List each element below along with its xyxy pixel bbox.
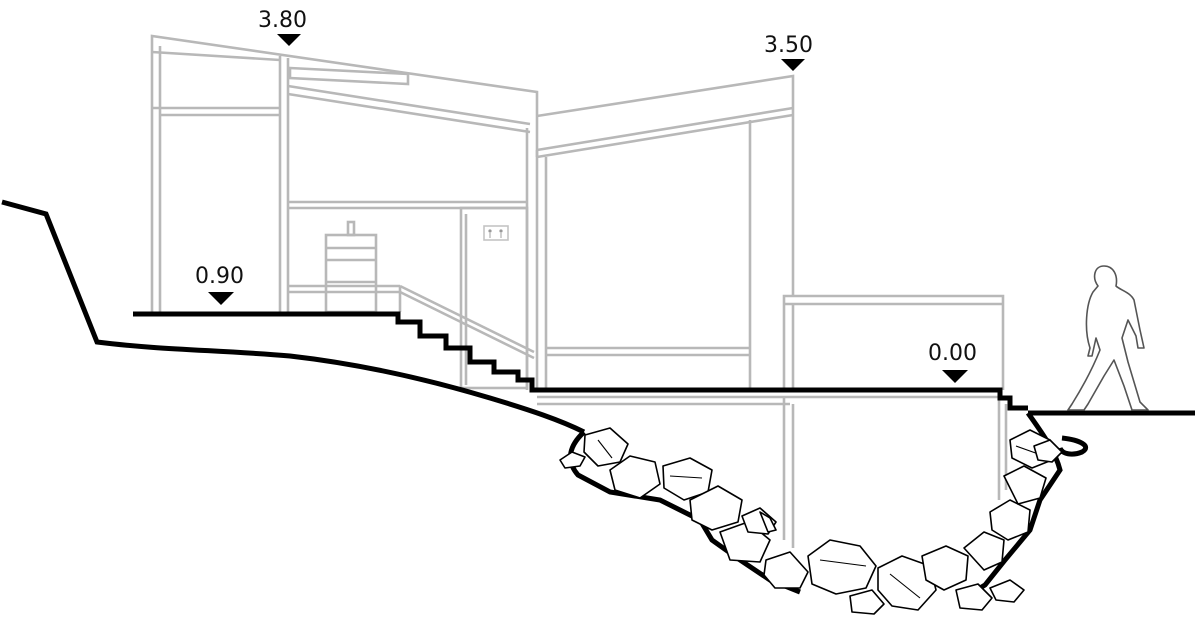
right-low-box	[782, 294, 1005, 390]
level-label-roof-high: 3.80	[258, 8, 307, 33]
level-label-ground-floor: 0.00	[928, 341, 977, 366]
restroom-sign-icon	[483, 225, 509, 241]
skylight	[288, 66, 410, 86]
level-marker-icon	[277, 34, 301, 46]
level-marker-ground-floor: 0.00	[928, 341, 977, 383]
level-marker-icon	[208, 292, 234, 305]
door	[459, 206, 529, 390]
building-structure	[150, 34, 1008, 548]
counter-furniture	[324, 220, 378, 314]
person-walking-icon	[1067, 265, 1149, 411]
right-volume-outline	[536, 74, 795, 296]
edge-rock	[1057, 435, 1089, 457]
ground-profile	[1, 199, 1195, 603]
level-label-upper-floor: 0.90	[195, 264, 244, 289]
ravine-left-bank	[568, 430, 801, 595]
level-marker-upper-floor: 0.90	[195, 264, 244, 305]
level-marker-icon	[942, 370, 968, 383]
left-volume-outline	[150, 34, 539, 390]
floor-and-stair	[133, 311, 1028, 411]
level-marker-roof-low: 3.50	[764, 33, 813, 71]
rock-fill	[559, 427, 1063, 615]
level-label-roof-low: 3.50	[764, 33, 813, 58]
level-marker-roof-high: 3.80	[258, 8, 307, 46]
terrain-line	[1, 199, 586, 435]
level-marker-icon	[781, 59, 805, 71]
